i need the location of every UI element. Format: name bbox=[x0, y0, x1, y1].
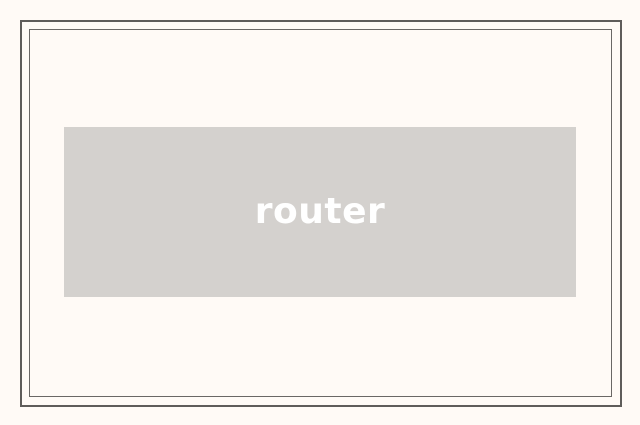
image-placeholder: router bbox=[64, 127, 576, 297]
inner-frame bbox=[29, 29, 612, 397]
outer-frame bbox=[20, 20, 622, 407]
placeholder-label: router bbox=[254, 190, 386, 232]
